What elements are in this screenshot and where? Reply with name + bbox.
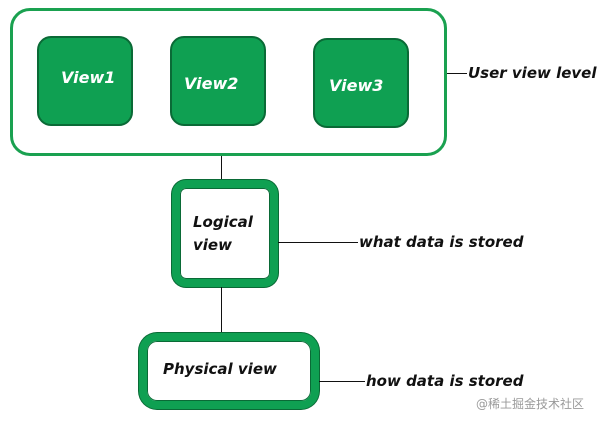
view1-box: View1 bbox=[37, 36, 133, 126]
user-to-logical-connector bbox=[221, 156, 222, 181]
how-data-is-stored-label: how data is stored bbox=[366, 372, 524, 390]
logical-annotation-connector bbox=[278, 242, 358, 243]
user-level-connector bbox=[447, 73, 467, 74]
view1-label: View1 bbox=[61, 68, 116, 87]
view3-label: View3 bbox=[329, 76, 384, 95]
physical-view-label: Physical view bbox=[163, 360, 277, 378]
watermark-text: @稀土掘金技术社区 bbox=[476, 397, 585, 411]
physical-annotation-connector bbox=[319, 381, 365, 382]
logical-to-physical-connector bbox=[221, 287, 222, 334]
view3-box: View3 bbox=[313, 38, 409, 128]
logical-view-box bbox=[172, 180, 278, 287]
logical-view-label-line2: view bbox=[193, 236, 232, 254]
user-view-level-label: User view level bbox=[468, 64, 597, 82]
what-data-is-stored-label: what data is stored bbox=[359, 233, 524, 251]
logical-view-label-line1: Logical bbox=[193, 213, 253, 231]
view2-label: View2 bbox=[184, 74, 239, 93]
view2-box: View2 bbox=[170, 36, 266, 126]
physical-view-box bbox=[139, 333, 319, 409]
